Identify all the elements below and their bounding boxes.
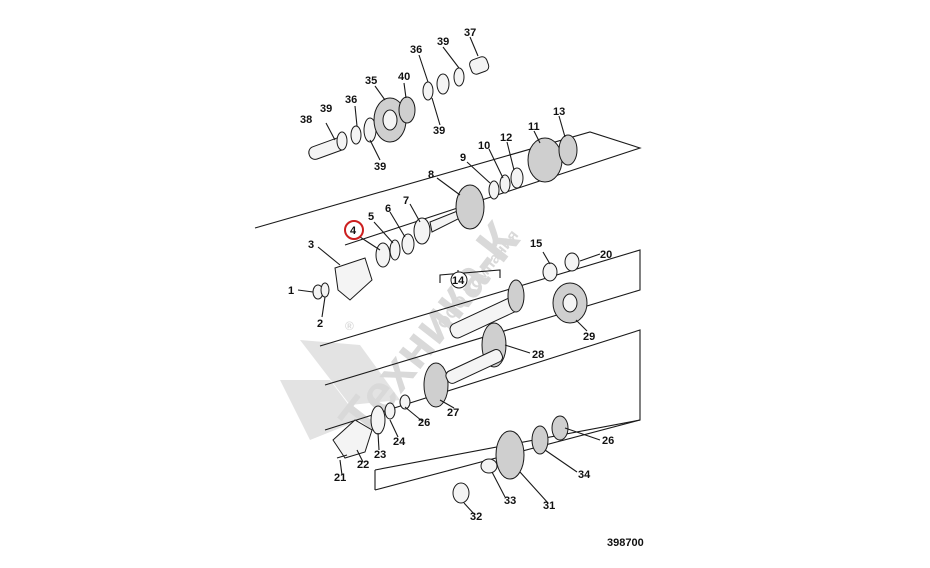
main-shaft-assembly: [332, 349, 569, 504]
label-part-36-b: 36: [410, 44, 422, 56]
label-part-1: 1: [288, 285, 294, 297]
part-12-bearing: [510, 167, 524, 189]
label-part-5: 5: [368, 211, 374, 223]
part-8-shaft: [429, 209, 461, 233]
label-part-39-b: 39: [374, 161, 386, 173]
label-part-40: 40: [398, 71, 410, 83]
part-40-gear-small: [398, 96, 416, 124]
upper-idler-assembly: [308, 56, 490, 160]
part-23-gasket: [370, 405, 386, 435]
label-part-15: 15: [530, 238, 542, 250]
label-part-39-d: 39: [433, 125, 445, 137]
label-part-24: 24: [393, 436, 406, 448]
part-39-washer-right: [422, 81, 434, 101]
label-part-14: 14: [452, 275, 465, 287]
leader-lines: [297, 36, 601, 516]
label-part-22: 22: [357, 459, 369, 471]
label-part-8: 8: [428, 169, 434, 181]
label-part-3: 3: [308, 239, 314, 251]
label-part-34: 34: [578, 469, 591, 481]
countershaft-assembly: [449, 252, 588, 368]
label-part-27: 27: [447, 407, 459, 419]
label-part-6: 6: [385, 203, 391, 215]
part-10-ring: [499, 174, 511, 194]
part-22-cover: [332, 419, 373, 459]
label-part-4: 4: [350, 225, 357, 237]
label-part-26-a: 26: [418, 417, 430, 429]
part-5-ring: [389, 239, 401, 261]
part-11-synchro: [527, 137, 563, 183]
label-part-37: 37: [464, 27, 476, 39]
label-part-28: 28: [532, 349, 544, 361]
part-6-bearing: [401, 233, 415, 255]
part-4-seal: [375, 242, 391, 268]
part-20-race: [564, 252, 580, 272]
label-part-21: 21: [334, 472, 346, 484]
label-part-36-a: 36: [345, 94, 357, 106]
part-24-ring: [384, 402, 396, 420]
label-part-26-b: 26: [602, 435, 614, 447]
part-39-washer-top: [453, 67, 465, 87]
part-27-shaft: [445, 349, 504, 384]
label-part-7: 7: [403, 195, 409, 207]
label-part-13: 13: [553, 106, 565, 118]
part-37-sleeve: [469, 56, 490, 75]
part-33-bushing: [480, 458, 498, 474]
watermark-registered-mark: ®: [345, 319, 354, 333]
label-part-33: 33: [504, 495, 516, 507]
part-26b-gear: [551, 415, 569, 441]
label-part-23: 23: [374, 449, 386, 461]
label-part-29: 29: [583, 331, 595, 343]
part-8-gear: [455, 184, 485, 230]
label-part-39-c: 39: [437, 36, 449, 48]
label-part-32: 32: [470, 511, 482, 523]
part-36-bearing-right: [436, 73, 450, 95]
label-part-38: 38: [300, 114, 312, 126]
part-39-washer-left: [336, 131, 348, 151]
part-15-bearing: [542, 262, 558, 282]
callout-14-circle: [450, 271, 468, 289]
part-2-washer: [320, 282, 330, 298]
part-labels: 1 2 3 4 5 6 7 8 9 10 12 11 13 38 39 36 3…: [288, 27, 614, 523]
part-13-gear: [558, 134, 578, 166]
part-32-bearing: [452, 482, 470, 504]
label-part-12: 12: [500, 132, 512, 144]
label-part-35: 35: [365, 75, 377, 87]
label-part-39-a: 39: [320, 103, 332, 115]
label-part-2: 2: [317, 318, 323, 330]
input-shaft-assembly: [312, 134, 578, 301]
part-7-bearing: [413, 217, 431, 245]
label-part-11: 11: [528, 121, 540, 133]
part-31-gear: [495, 430, 525, 480]
part-14-gear: [507, 279, 525, 313]
part-26-bearing: [399, 394, 411, 410]
part-36-bearing-left: [350, 125, 362, 145]
label-part-20: 20: [600, 249, 612, 261]
diagram-reference-number: 398700: [607, 537, 644, 549]
label-part-10: 10: [478, 140, 490, 152]
label-part-31: 31: [543, 500, 555, 512]
part-3-yoke: [334, 257, 373, 301]
part-21-bolt: [336, 454, 348, 459]
part-34-gear: [531, 425, 549, 455]
label-part-9: 9: [460, 152, 466, 164]
highlight-ring: [344, 220, 364, 240]
part-27-gear: [423, 362, 449, 408]
part-9-ring: [488, 180, 500, 200]
